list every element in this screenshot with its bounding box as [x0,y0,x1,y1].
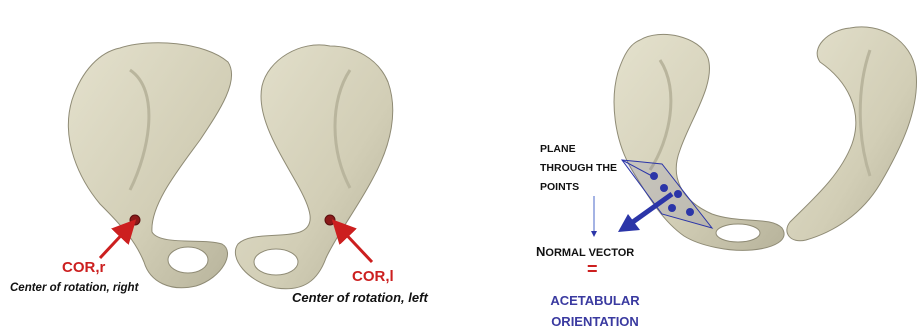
cor-right-arrow [100,228,128,258]
plane-label-line-2: THROUGH THE [540,159,617,178]
normal-vector-rest: ORMAL VECTOR [545,247,634,259]
cor-right-marker [130,215,140,225]
acetabular-orientation-label: ACETABULAR ORIENTATION [536,290,654,332]
right-hemipelvis-bone [68,43,231,288]
normal-vector-first-letter: N [536,244,545,259]
normal-vector-label: NORMAL VECTOR [536,244,634,259]
plane-label: PLANE THROUGH THE POINTS [540,140,617,197]
cor-right-code: COR,r [62,259,105,276]
plane-label-line-1: PLANE [540,140,617,159]
cor-left-description: Center of rotation, left [292,290,428,305]
left-hemipelvis-bone [235,45,392,289]
cor-left-code: COR,l [352,268,394,285]
cor-left-arrow [340,228,372,262]
plane-label-line-3: POINTS [540,178,617,197]
whole-pelvis-bone [614,27,916,251]
equals-sign: = [587,259,598,280]
cor-left-marker [325,215,335,225]
acetabular-orientation-line-1: ACETABULAR [536,290,654,311]
acetabular-orientation-line-2: ORIENTATION [536,311,654,332]
cor-right-description: Center of rotation, right [10,282,138,294]
